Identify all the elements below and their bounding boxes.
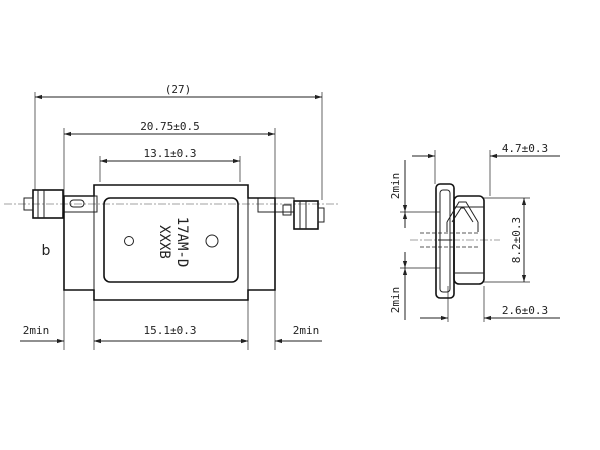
dimension-window-length: 13.1±0.3 [144, 147, 197, 160]
rivet-hole-right [205, 234, 219, 248]
rivet-hole-left [124, 236, 134, 246]
spring-clip-inner [451, 207, 474, 223]
terminal-slot [69, 199, 85, 208]
dimension-left-min: 2min [23, 324, 50, 337]
terminal-slot [282, 204, 292, 216]
dimension-side-depth: 2.6±0.3 [502, 304, 548, 317]
label-window [103, 197, 239, 283]
right-terminal [257, 197, 325, 230]
side-mark-label: b [42, 243, 51, 259]
side-view: 4.7±0.3 2.6±0.3 8.2±0.3 2min 2min [389, 142, 560, 322]
side-body-outer [435, 183, 455, 299]
terminal-tip [317, 207, 325, 223]
dimension-side-top-min: 2min [389, 173, 402, 200]
dimension-body-length: 20.75±0.5 [140, 120, 200, 133]
marking-line2: XXXB [156, 225, 172, 259]
dimension-inner-length: 15.1±0.3 [144, 324, 197, 337]
dimension-side-bottom-min: 2min [389, 287, 402, 314]
dimension-right-min: 2min [293, 324, 320, 337]
dimension-side-width: 4.7±0.3 [502, 142, 548, 155]
marking-line1: 17AM-D [174, 217, 190, 268]
side-housing [453, 195, 485, 285]
side-body-inner [439, 189, 451, 293]
terminal-tip [23, 197, 34, 211]
dimension-side-height: 8.2±0.3 [510, 217, 523, 263]
spring-clip [446, 201, 479, 223]
dimension-overall-length: (27) [165, 83, 192, 96]
left-terminal [23, 189, 98, 219]
front-view: (27) 20.75±0.5 13.1±0.3 2min 15.1±0.3 2m… [4, 83, 340, 350]
